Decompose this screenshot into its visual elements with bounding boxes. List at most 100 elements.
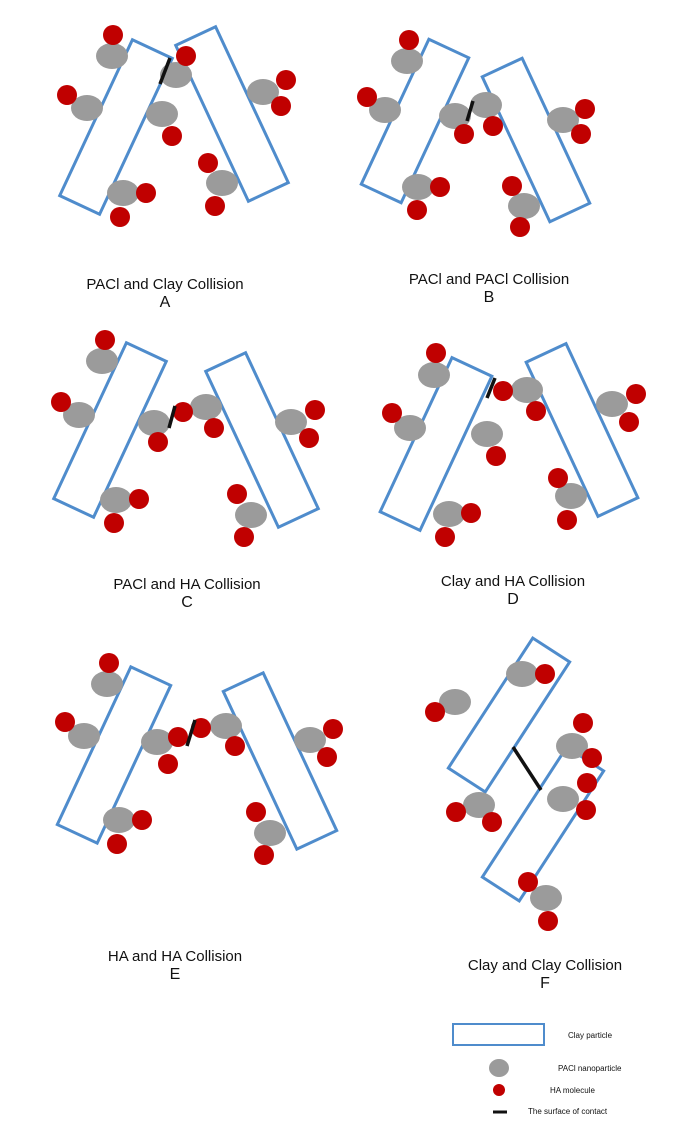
- paci-nanoparticle: [91, 671, 123, 697]
- ha-molecule: [204, 418, 224, 438]
- contact-surface: [485, 377, 497, 399]
- panel-f-caption: Clay and Clay Collision F: [445, 957, 645, 992]
- ha-molecule: [234, 527, 254, 547]
- paci-nanoparticle: [471, 421, 503, 447]
- ha-molecule: [493, 381, 513, 401]
- ha-molecule: [582, 748, 602, 768]
- panel-b-letter: B: [483, 289, 495, 306]
- ha-molecule: [158, 754, 178, 774]
- panel-c-title: PACl and HA Collision: [113, 576, 261, 593]
- panel-b-caption: PACl and PACl Collision B: [394, 271, 584, 306]
- legend-clay-label: Clay particle: [568, 1031, 613, 1040]
- ha-molecule: [246, 802, 266, 822]
- ha-molecule: [426, 343, 446, 363]
- ha-molecule: [435, 527, 455, 547]
- ha-molecule: [205, 196, 225, 216]
- ha-molecule: [95, 330, 115, 350]
- paci-nanoparticle: [146, 101, 178, 127]
- ha-molecule: [576, 800, 596, 820]
- ha-molecule: [535, 664, 555, 684]
- ha-molecule: [483, 116, 503, 136]
- paci-nanoparticle: [247, 79, 279, 105]
- legend-ha-swatch: [493, 1084, 505, 1096]
- paci-nanoparticle: [402, 174, 434, 200]
- paci-nanoparticle: [210, 713, 242, 739]
- paci-nanoparticle: [206, 170, 238, 196]
- paci-nanoparticle: [547, 786, 579, 812]
- panel-d-caption: Clay and HA Collision D: [423, 573, 603, 608]
- ha-molecule: [482, 812, 502, 832]
- paci-nanoparticle: [103, 807, 135, 833]
- paci-nanoparticle: [138, 410, 170, 436]
- paci-nanoparticle: [190, 394, 222, 420]
- ha-molecule: [136, 183, 156, 203]
- ha-molecule: [129, 489, 149, 509]
- ha-molecule: [51, 392, 71, 412]
- paci-nanoparticle: [508, 193, 540, 219]
- ha-molecule: [357, 87, 377, 107]
- ha-molecule: [57, 85, 77, 105]
- panel-e-caption: HA and HA Collision E: [90, 948, 260, 983]
- ha-molecule: [132, 810, 152, 830]
- paci-nanoparticle: [369, 97, 401, 123]
- paci-nanoparticle: [160, 62, 192, 88]
- panel-b-title: PACl and PACl Collision: [408, 271, 570, 288]
- paci-nanoparticle: [530, 885, 562, 911]
- ha-molecule: [107, 834, 127, 854]
- ha-molecule: [227, 484, 247, 504]
- panel-f-letter: F: [540, 975, 550, 992]
- paci-nanoparticle: [391, 48, 423, 74]
- contact-surface: [185, 719, 197, 747]
- ha-molecule: [571, 124, 591, 144]
- ha-molecule: [225, 736, 245, 756]
- paci-nanoparticle: [275, 409, 307, 435]
- ha-molecule: [538, 911, 558, 931]
- ha-molecule: [502, 176, 522, 196]
- paci-nanoparticle: [556, 733, 588, 759]
- ha-molecule: [446, 802, 466, 822]
- paci-nanoparticle: [433, 501, 465, 527]
- ha-molecule: [486, 446, 506, 466]
- ha-molecule: [55, 712, 75, 732]
- ha-molecule: [575, 99, 595, 119]
- ha-molecule: [382, 403, 402, 423]
- panel-a-letter: A: [159, 294, 171, 311]
- ha-molecule: [104, 513, 124, 533]
- paci-nanoparticle: [439, 689, 471, 715]
- ha-molecule: [399, 30, 419, 50]
- paci-nanoparticle: [463, 792, 495, 818]
- clay-particle: [173, 24, 291, 204]
- panel-e-title: HA and HA Collision: [107, 948, 243, 965]
- ha-molecule: [619, 412, 639, 432]
- paci-nanoparticle: [555, 483, 587, 509]
- legend-ha-label: HA molecule: [550, 1086, 595, 1095]
- panel-c-caption: PACl and HA Collision C: [92, 576, 282, 611]
- paci-nanoparticle: [254, 820, 286, 846]
- paci-nanoparticle: [394, 415, 426, 441]
- legend-clay-swatch: [452, 1023, 545, 1046]
- paci-nanoparticle: [63, 402, 95, 428]
- paci-nanoparticle: [596, 391, 628, 417]
- ha-molecule: [425, 702, 445, 722]
- ha-molecule: [323, 719, 343, 739]
- ha-molecule: [271, 96, 291, 116]
- legend-contact-label: The surface of contact: [528, 1107, 608, 1116]
- ha-molecule: [518, 872, 538, 892]
- ha-molecule: [454, 124, 474, 144]
- ha-molecule: [626, 384, 646, 404]
- ha-molecule: [407, 200, 427, 220]
- ha-molecule: [317, 747, 337, 767]
- paci-nanoparticle: [506, 661, 538, 687]
- contact-surface: [158, 57, 172, 85]
- paci-nanoparticle: [68, 723, 100, 749]
- ha-molecule: [510, 217, 530, 237]
- ha-molecule: [99, 653, 119, 673]
- paci-nanoparticle: [107, 180, 139, 206]
- panel-a-title: PACl and Clay Collision: [86, 276, 244, 293]
- paci-nanoparticle: [96, 43, 128, 69]
- panel-a-caption: PACl and Clay Collision A: [70, 276, 260, 311]
- ha-molecule: [305, 400, 325, 420]
- paci-nanoparticle: [141, 729, 173, 755]
- paci-nanoparticle: [418, 362, 450, 388]
